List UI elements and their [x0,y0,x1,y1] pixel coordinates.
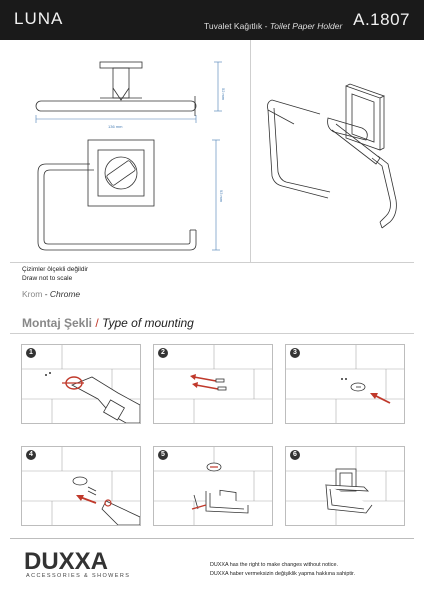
footer-rule [10,538,414,539]
top-view-drawing [35,61,197,116]
step-5-illustration [154,447,272,525]
step-number-1: 1 [26,348,36,358]
dim-bottom-height-label: 93 mm [219,190,224,203]
mounting-title-tr: Montaj Şekli [22,316,93,330]
step-number-4: 4 [26,450,36,460]
step-number-2: 2 [158,348,168,358]
perspective-view-drawing [267,83,397,229]
mounting-section-title: Montaj Şekli / Type of mounting [22,316,194,330]
product-title: Tuvalet Kağıtlık - Toilet Paper Holder [204,21,342,31]
finish-en: Chrome [49,289,81,299]
dim-top-height-label: 52 mm [221,88,226,101]
step-number-5: 5 [158,450,168,460]
finish-label: Krom - Chrome [22,289,80,299]
header-bar: LUNA Tuvalet Kağıtlık - Toilet Paper Hol… [0,0,424,40]
mounting-step-4: 4 [21,446,141,526]
dim-width-label: 136 mm [108,124,123,129]
mounting-title-en: Type of mounting [102,316,194,330]
dim-bottom-height-line [212,139,220,251]
finish-tr: Krom [22,289,43,299]
mounting-title-separator: / [92,316,103,330]
step-2-illustration [154,345,272,423]
technical-drawings: 52 mm 136 mm 93 mm [10,40,414,263]
disclaimer-en: DUXXA has the right to make changes with… [210,562,338,568]
mounting-step-5: 5 [153,446,273,526]
mounting-step-6: 6 [285,446,405,526]
product-title-tr: Tuvalet Kağıtlık - [204,21,270,31]
side-view-drawing [37,139,197,251]
drawing-divider [250,40,251,262]
dim-top-height-line [214,61,222,112]
mounting-step-3: 3 [285,344,405,424]
product-code: A.1807 [353,10,410,29]
step-number-6: 6 [290,450,300,460]
dim-width-line [35,115,197,123]
mounting-rule [10,333,414,334]
step-6-illustration [286,447,404,525]
product-title-en: Toilet Paper Holder [269,21,343,31]
finish-dash: - [44,289,50,299]
note-line-1: Çizimler ölçekli değildir [22,266,89,273]
disclaimer-tr: DUXXA haber vermeksizin değişiklik yapma… [210,571,356,577]
step-4-illustration [22,447,140,525]
mounting-step-2: 2 [153,344,273,424]
logo-wordmark: DUXXA [24,548,109,575]
note-line-2: Draw not to scale [22,275,73,282]
technical-drawing-svg: 52 mm 136 mm 93 mm [35,61,397,251]
product-line-name: LUNA [14,9,64,28]
step-1-illustration [22,345,140,423]
step-number-3: 3 [290,348,300,358]
mounting-step-1: 1 [21,344,141,424]
step-3-illustration [286,345,404,423]
logo-tagline: ACCESSORIES & SHOWERS [26,573,131,579]
brand-logo: DUXXA ACCESSORIES & SHOWERS [24,548,129,579]
